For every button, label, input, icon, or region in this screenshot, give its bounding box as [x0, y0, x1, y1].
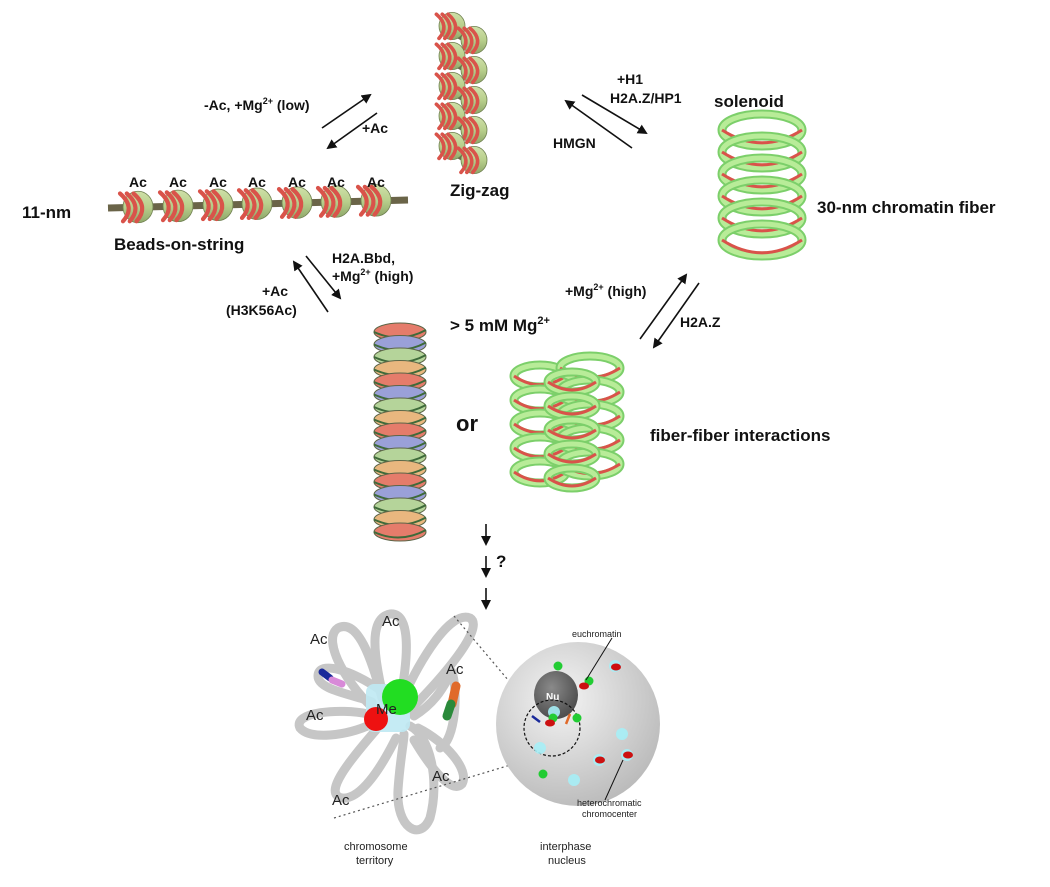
nucleosome-bead	[456, 25, 488, 55]
connector-bottom	[333, 759, 528, 819]
compact-fiber-structure	[373, 322, 427, 542]
nucleosome-bead	[434, 41, 466, 71]
nucleosome-bead	[434, 131, 466, 161]
nucleosome-bead	[456, 145, 488, 175]
interphase-nucleus: Nu euchromatin heterochromatic chromocen…	[496, 629, 660, 867]
nucleosome-bead	[355, 184, 392, 217]
marker-dot	[564, 713, 572, 725]
bead-ac-label: Ac	[169, 174, 187, 190]
heterochromatin-dot	[623, 751, 633, 759]
euchromatin-dot	[538, 769, 548, 779]
chromocenter-dot	[534, 742, 546, 754]
label-h3k56ac: (H3K56Ac)	[226, 302, 297, 318]
label-h2az-hp1: H2A.Z/HP1	[610, 90, 682, 106]
label-beads-on-string: Beads-on-string	[114, 235, 244, 254]
label-h2az: H2A.Z	[680, 314, 721, 330]
bead-ac-label: Ac	[129, 174, 147, 190]
label-h2abbd: H2A.Bbd,	[332, 250, 395, 266]
euchromatin-dot	[572, 713, 582, 723]
bead-ac-label: Ac	[367, 174, 385, 190]
label-question: ?	[496, 552, 506, 571]
nucleosome-bead	[315, 185, 352, 218]
bead-ac-label: Ac	[288, 174, 306, 190]
territory-ac-label: Ac	[446, 661, 464, 678]
compact-fiber-turn	[373, 522, 427, 542]
bead-ac-label: Ac	[248, 174, 266, 190]
label-or: or	[456, 411, 478, 436]
zigzag-structure	[434, 11, 488, 175]
nucleosome-bead	[434, 11, 466, 41]
nucleosome-bead	[117, 190, 154, 224]
heterochromatin-dot	[611, 663, 621, 671]
label-plus-ac-2: +Ac	[262, 283, 288, 299]
label-euchromatin: euchromatin	[572, 629, 622, 639]
nucleosome-bead	[456, 115, 488, 145]
euchromatin-dot	[553, 661, 563, 671]
nucleus-caption-2: nucleus	[548, 855, 586, 867]
chromocenter-dot	[568, 774, 580, 786]
fiber-coil	[543, 367, 601, 493]
territory-ac-label: Ac	[310, 631, 328, 648]
arrow-from-solenoid	[652, 282, 700, 349]
arrow-compact-to-beads	[292, 260, 329, 313]
label-solenoid: solenoid	[714, 92, 784, 111]
territory-ac-label: Ac	[432, 768, 450, 785]
arrow-zigzag-to-solenoid	[581, 94, 648, 135]
nucleosome-bead	[434, 101, 466, 131]
heterochromatin-dot	[595, 756, 605, 764]
arrow-solenoid-to-zigzag	[564, 99, 633, 149]
nucleosome-bead	[276, 186, 313, 219]
nucleosome-bead	[157, 189, 194, 223]
label-11nm: 11-nm	[22, 203, 71, 222]
label-heterochromatic: heterochromatic	[577, 798, 642, 808]
chromocenter-dot	[616, 728, 628, 740]
label-ac-mg-low: -Ac, +Mg2+ (low)	[204, 96, 310, 113]
territory-ac-label: Ac	[306, 707, 324, 724]
nucleosome-bead	[456, 85, 488, 115]
label-fiber-fiber: fiber-fiber interactions	[650, 426, 830, 445]
bead-ac-label: Ac	[327, 174, 345, 190]
heterochromatin-dot	[579, 682, 589, 690]
solenoid-coil	[717, 109, 807, 261]
label-5mM-mg: > 5 mM Mg2+	[450, 315, 550, 335]
territory-caption-2: territory	[356, 855, 394, 867]
label-plus-ac-1: +Ac	[362, 120, 388, 136]
heterochromatin-dot	[545, 719, 555, 727]
label-mg-high-1: +Mg2+ (high)	[332, 267, 413, 284]
label-30nm-fiber: 30-nm chromatin fiber	[817, 198, 996, 217]
label-nu: Nu	[546, 692, 559, 703]
label-hmgn: HMGN	[553, 135, 596, 151]
territory-caption-1: chromosome	[344, 841, 408, 853]
beads-on-string-structure	[107, 184, 409, 224]
territory-ac-label: Ac	[382, 613, 400, 630]
arrow-zigzag-to-beads	[326, 112, 378, 150]
arrow-to-solenoid	[639, 273, 688, 340]
label-chromocenter: chromocenter	[582, 809, 637, 819]
label-zigzag: Zig-zag	[450, 181, 510, 200]
label-plus-h1: +H1	[617, 71, 643, 87]
fiber-fiber-structure	[509, 351, 625, 493]
marker-dot	[531, 715, 541, 723]
bead-ac-labels: Ac Ac Ac Ac Ac Ac Ac	[129, 174, 385, 190]
solenoid-structure	[717, 109, 807, 261]
nucleosome-bead	[434, 71, 466, 101]
label-me: Me	[376, 701, 397, 718]
territory-ac-label: Ac	[332, 792, 350, 809]
arrow-beads-to-zigzag	[321, 93, 372, 129]
nucleus-caption-1: interphase	[540, 841, 591, 853]
nucleosome-bead	[236, 187, 273, 221]
bead-ac-label: Ac	[209, 174, 227, 190]
nucleosome-bead	[197, 188, 234, 222]
arrow-beads-to-compact	[305, 255, 342, 300]
label-mg-high-2: +Mg2+ (high)	[565, 282, 646, 299]
